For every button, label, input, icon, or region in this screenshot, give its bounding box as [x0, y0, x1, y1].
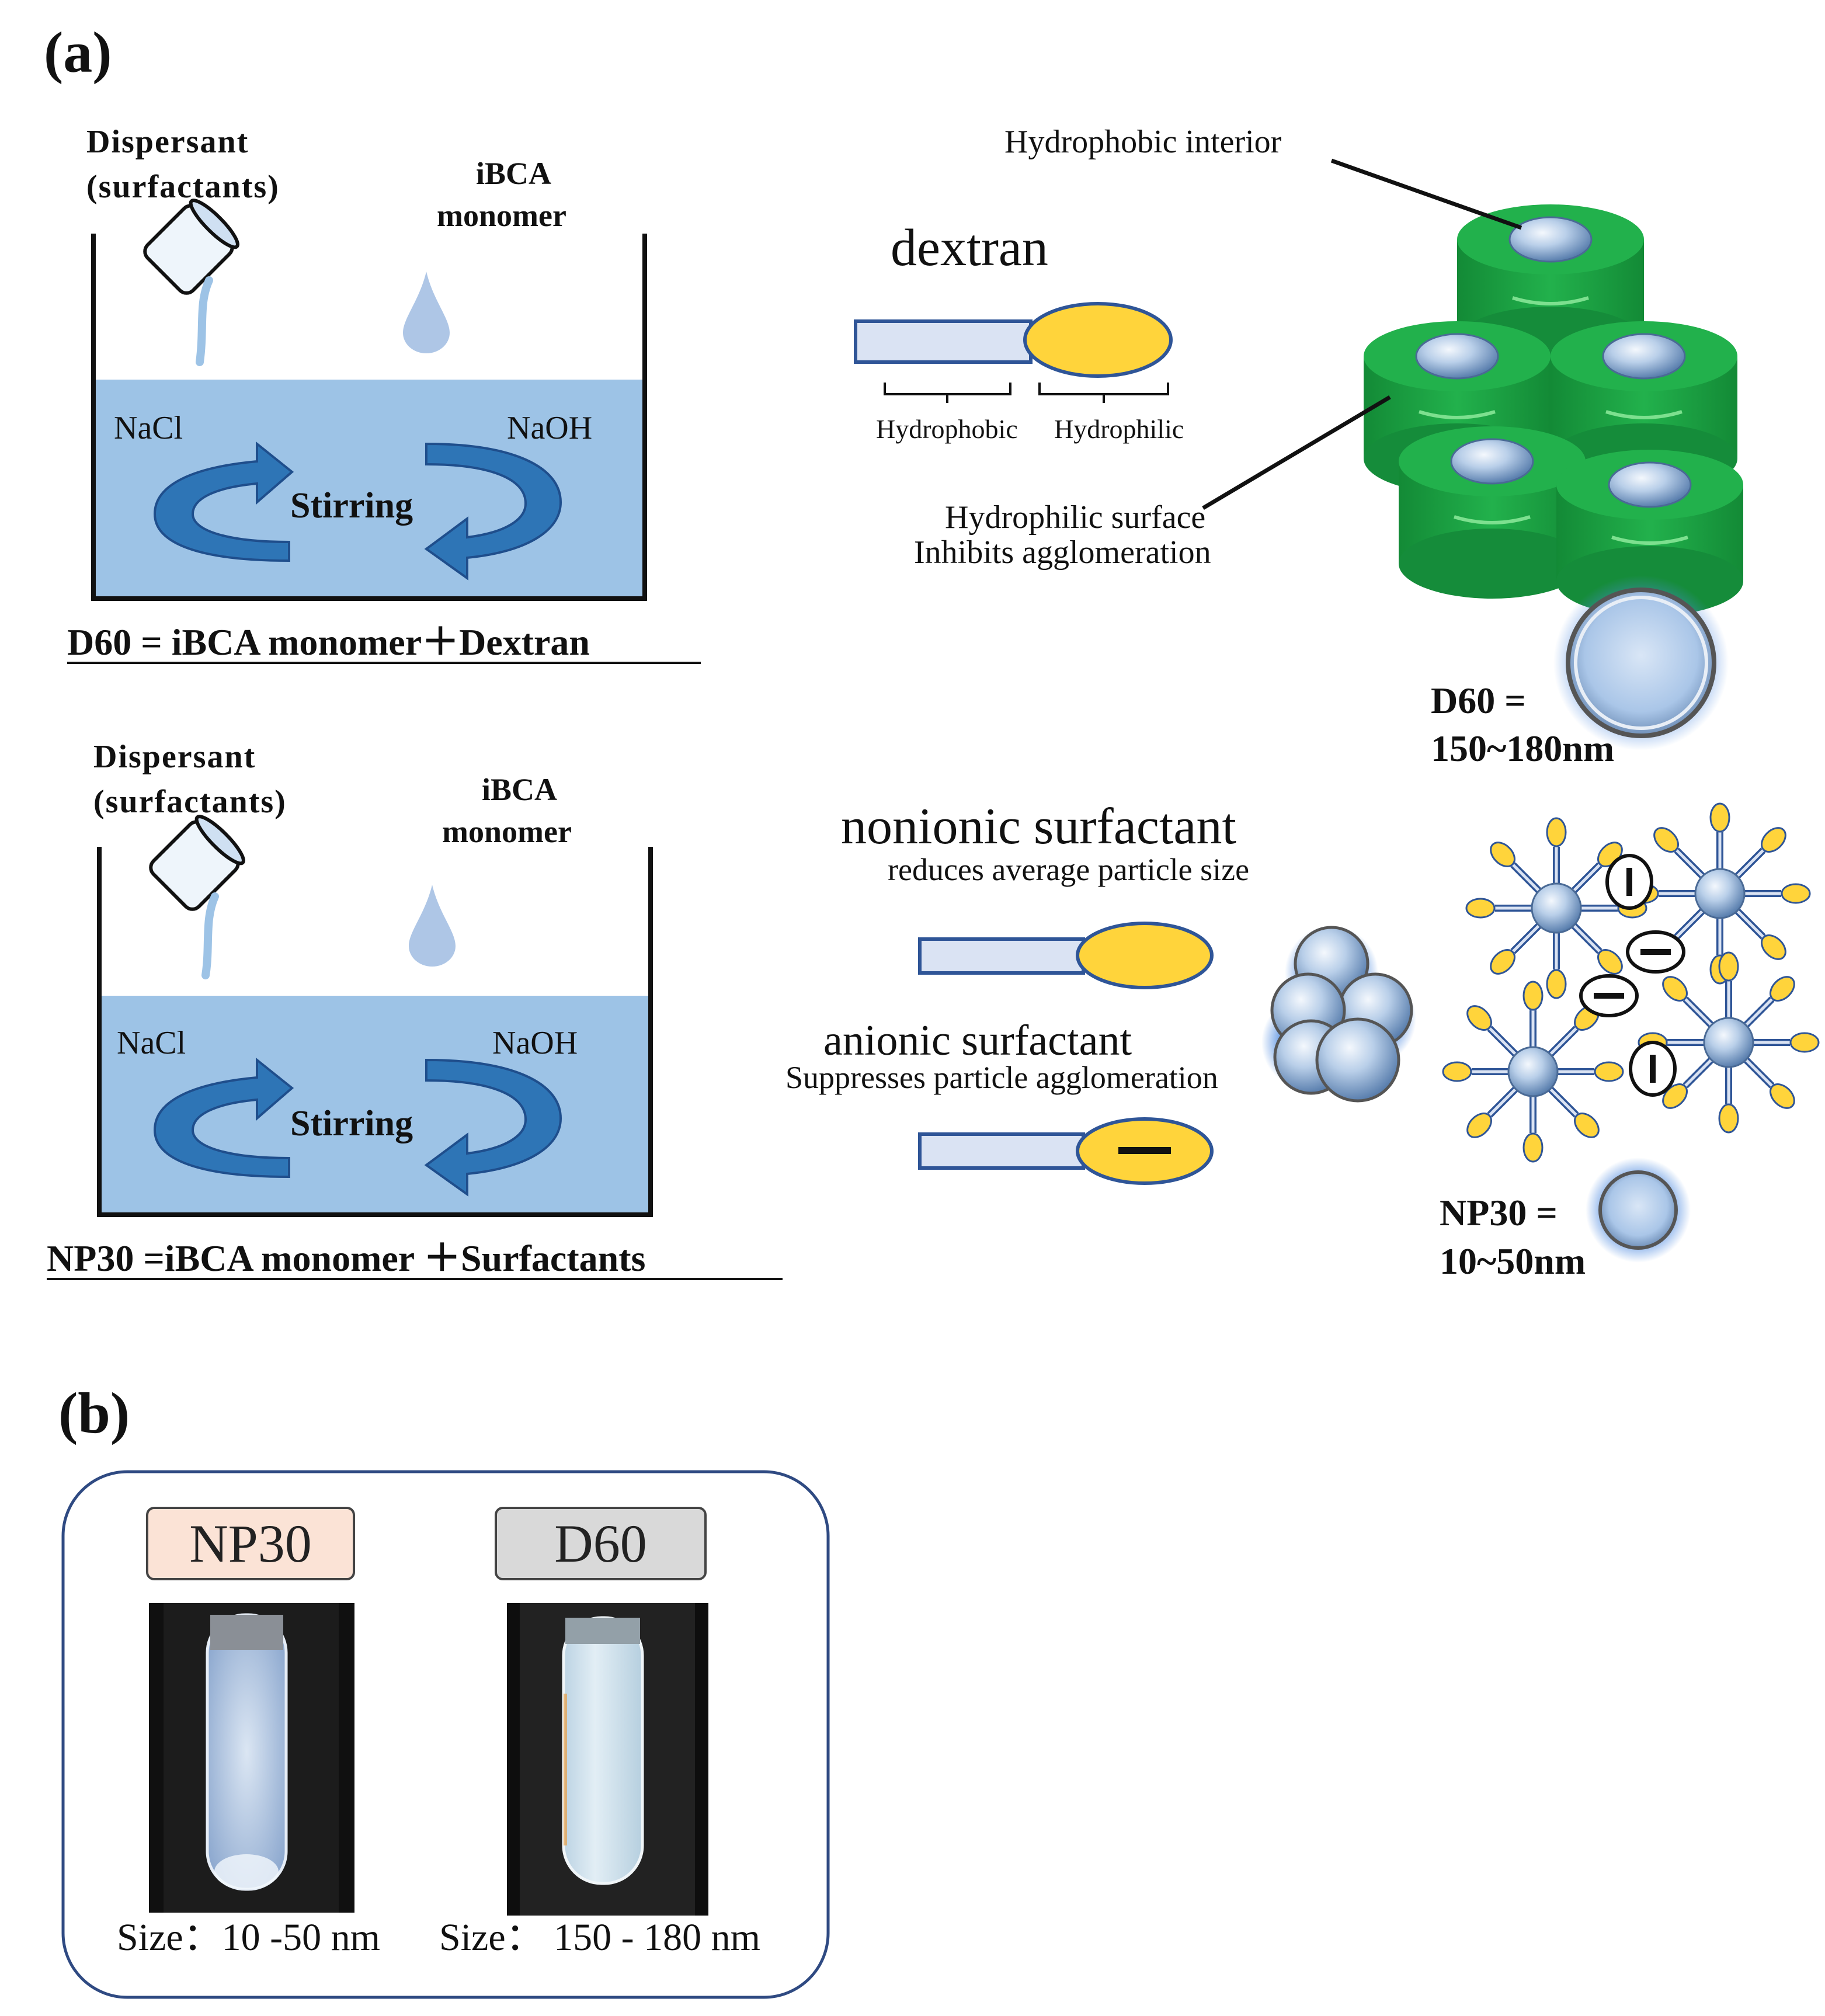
stirring-arrow-left — [153, 1057, 294, 1179]
d60-sample-label: D60 — [495, 1507, 707, 1580]
dispersant-bottle — [143, 199, 239, 295]
monomer-label-line1: iBCA — [476, 156, 552, 191]
hydrophobic-tail — [854, 319, 1033, 364]
np30-result-line1: NP30 = — [1440, 1192, 1558, 1233]
inhibits-agglomeration-label: Inhibits agglomeration — [914, 534, 1211, 571]
np30-tube-photo — [149, 1603, 354, 1913]
panel-a-label: (a) — [44, 20, 112, 85]
anion-charge-icon — [1579, 974, 1639, 1017]
surface-pointer — [1202, 395, 1391, 510]
nonionic-surfactant-note: reduces average particle size — [888, 852, 1250, 887]
nonionic-particle-cluster — [1261, 926, 1416, 1103]
monomer-label-line1: iBCA — [482, 772, 558, 807]
surfactant-coated-particle — [1638, 951, 1820, 1134]
panel-b-frame — [61, 1470, 830, 1999]
np30-particle — [1586, 1158, 1691, 1263]
hydrophilic-head — [1023, 302, 1173, 378]
nonionic-surfactant-molecule — [918, 922, 1214, 989]
surfactant-coated-particle — [1465, 817, 1647, 999]
minus-sign — [1118, 1147, 1171, 1154]
nacl-label: NaCl — [117, 1025, 186, 1061]
d60-particle — [1553, 575, 1729, 750]
dispersant-label-line2: (surfactants) — [93, 784, 287, 820]
anionic-stabilized-particles — [1442, 802, 1820, 1163]
dispersant-label-line1: Dispersant — [93, 739, 256, 775]
dispersant-stream — [201, 892, 219, 979]
dextran-micelle-stack — [1202, 158, 1743, 616]
dextran-molecule — [854, 302, 1173, 403]
np30-equation: NP30 =iBCA monomer ＋Surfactants — [47, 1238, 646, 1279]
panel-b-label: (b) — [58, 1381, 130, 1445]
d60-tube-photo — [507, 1603, 708, 1916]
hydrophobic-label: Hydrophobic — [876, 414, 1018, 444]
monomer-droplet — [403, 272, 450, 353]
naoh-label: NaOH — [492, 1025, 578, 1061]
naoh-label: NaOH — [507, 410, 593, 446]
anionic-surfactant-note: Suppresses particle agglomeration — [785, 1060, 1218, 1095]
dispersant-label-line2: (surfactants) — [86, 169, 280, 205]
d60-result-line2: 150~180nm — [1431, 728, 1615, 769]
dextran-title: dextran — [891, 219, 1048, 277]
nonionic-surfactant-title: nonionic surfactant — [841, 798, 1236, 855]
dispersant-bottle — [149, 815, 245, 911]
hydrophobic-interior-label: Hydrophobic interior — [1004, 124, 1282, 160]
dispersant-stream — [196, 276, 213, 366]
stirring-label: Stirring — [290, 1104, 413, 1143]
stirring-arrow-right — [424, 1058, 562, 1197]
stirring-arrow-right — [424, 442, 562, 581]
anionic-surfactant-molecule — [918, 1117, 1214, 1185]
surfactant-coated-particle — [1442, 981, 1624, 1163]
hydrophobic-bracket — [884, 383, 1011, 403]
beaker-outline — [91, 234, 647, 601]
dispersant-label-line1: Dispersant — [86, 124, 249, 160]
nacl-label: NaCl — [114, 410, 183, 446]
np30-result-line2: 10~50nm — [1440, 1240, 1586, 1282]
anion-charge-icon — [1605, 854, 1653, 910]
np30-size-label: Size：10 -50 nm — [117, 1916, 380, 1959]
beaker-top — [67, 199, 701, 664]
stirring-arrow-left — [153, 441, 294, 562]
stirring-label: Stirring — [290, 486, 413, 526]
monomer-label-line2: monomer — [437, 198, 566, 233]
beaker-bottom — [47, 815, 783, 1280]
np30-sample-label: NP30 — [146, 1507, 355, 1580]
anion-charge-icon — [1629, 1041, 1677, 1097]
d60-equation: D60 = iBCA monomer＋Dextran — [67, 621, 590, 663]
monomer-label-line2: monomer — [442, 814, 572, 849]
monomer-droplet — [409, 885, 456, 967]
anionic-surfactant-title: anionic surfactant — [823, 1017, 1132, 1065]
micelle-cylinder — [1399, 426, 1586, 599]
anion-charge-icon — [1626, 930, 1685, 974]
d60-size-label: Size： 150 - 180 nm — [439, 1916, 760, 1959]
hydrophilic-surface-label: Hydrophilic surface — [945, 499, 1206, 536]
d60-result-line1: D60 = — [1431, 680, 1526, 721]
interior-pointer — [1330, 158, 1522, 230]
hydrophilic-bracket — [1038, 383, 1169, 403]
hydrophilic-label: Hydrophilic — [1054, 414, 1184, 444]
beaker-outline — [97, 847, 653, 1217]
